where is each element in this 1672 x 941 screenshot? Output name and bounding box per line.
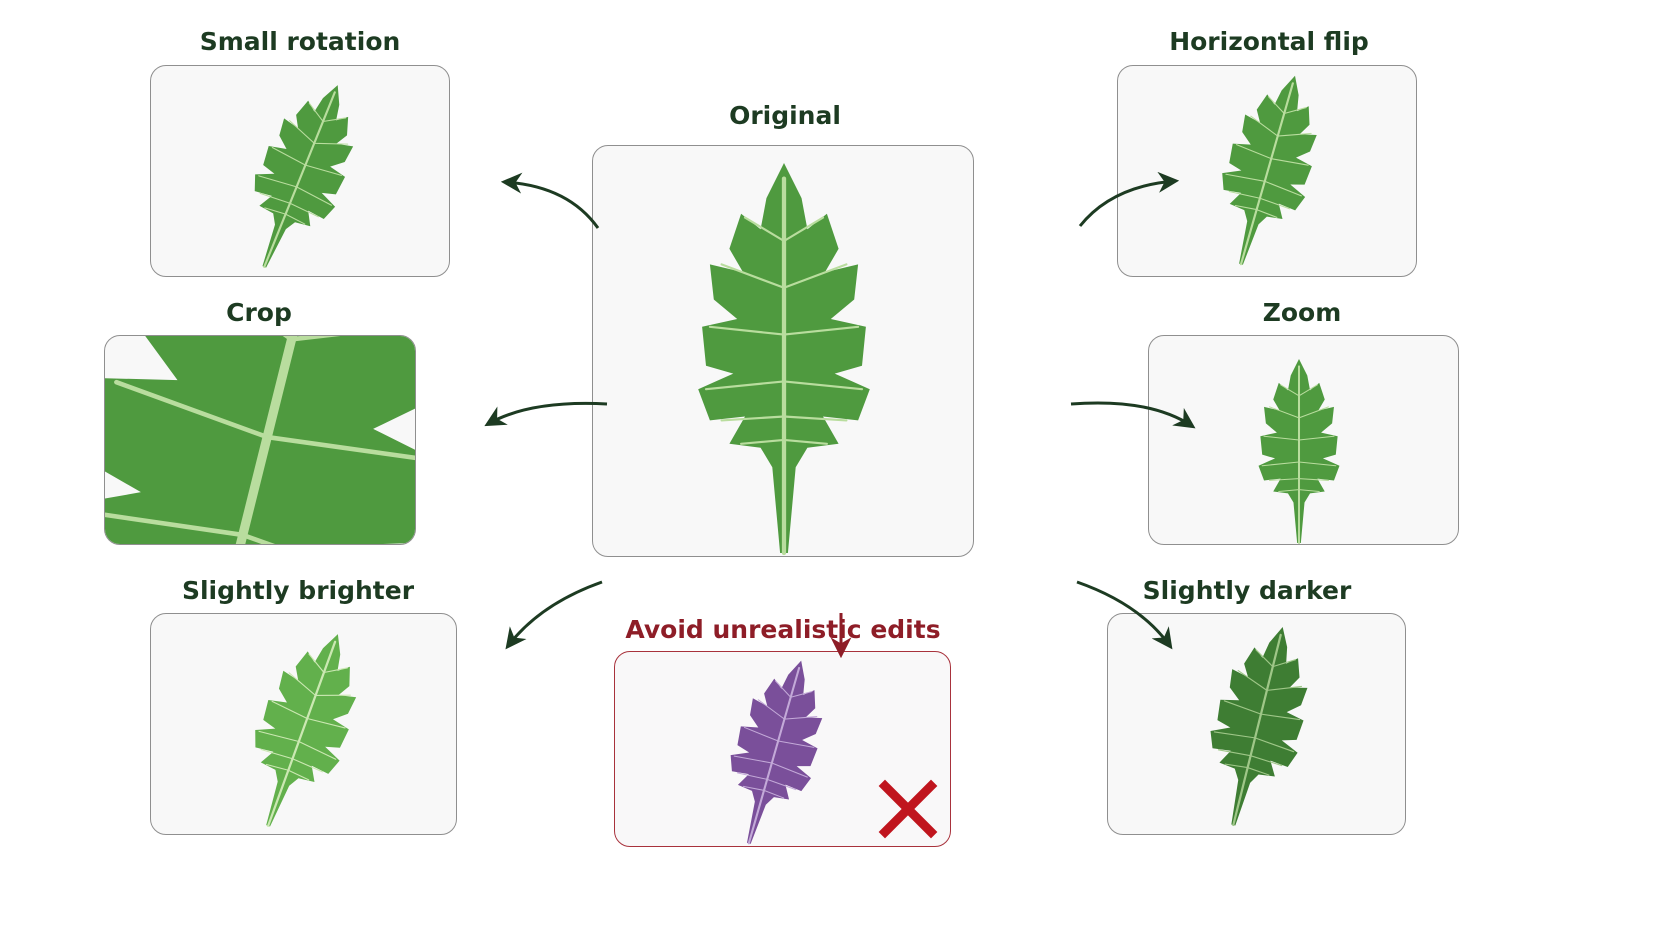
unrealistic-edit-panel: [614, 651, 951, 847]
unrealistic-edit-leaf-image: [708, 652, 938, 846]
arrow-to-horizontal-flip: [1078, 171, 1180, 227]
arrow-to-small-rotation: [500, 172, 600, 229]
arrow-to-slightly-darker: [1076, 580, 1173, 650]
zoom-label: Zoom: [1262, 298, 1342, 327]
slightly-brighter-panel: [150, 613, 457, 835]
arrow-to-slightly-brighter: [505, 580, 603, 650]
original-image-panel: [592, 145, 974, 557]
crop-label: Crop: [226, 298, 292, 327]
original-label: Original: [729, 101, 841, 130]
arrow-to-zoom: [1070, 401, 1196, 429]
crop-panel: [104, 335, 416, 545]
slightly-darker-panel: [1107, 613, 1406, 835]
zoom-panel: [1148, 335, 1459, 545]
small-rotation-label: Small rotation: [199, 27, 401, 56]
horizontal-flip-label: Horizontal flip: [1169, 27, 1369, 56]
horizontal-flip-panel: [1117, 65, 1417, 277]
cross-mark-icon: [878, 779, 938, 839]
small-rotation-panel: [150, 65, 450, 277]
slightly-darker-label: Slightly darker: [1142, 576, 1352, 605]
slightly-brighter-label: Slightly brighter: [181, 576, 415, 605]
arrow-to-crop: [484, 401, 608, 427]
warning-label: Avoid unrealistic edits: [625, 615, 941, 644]
